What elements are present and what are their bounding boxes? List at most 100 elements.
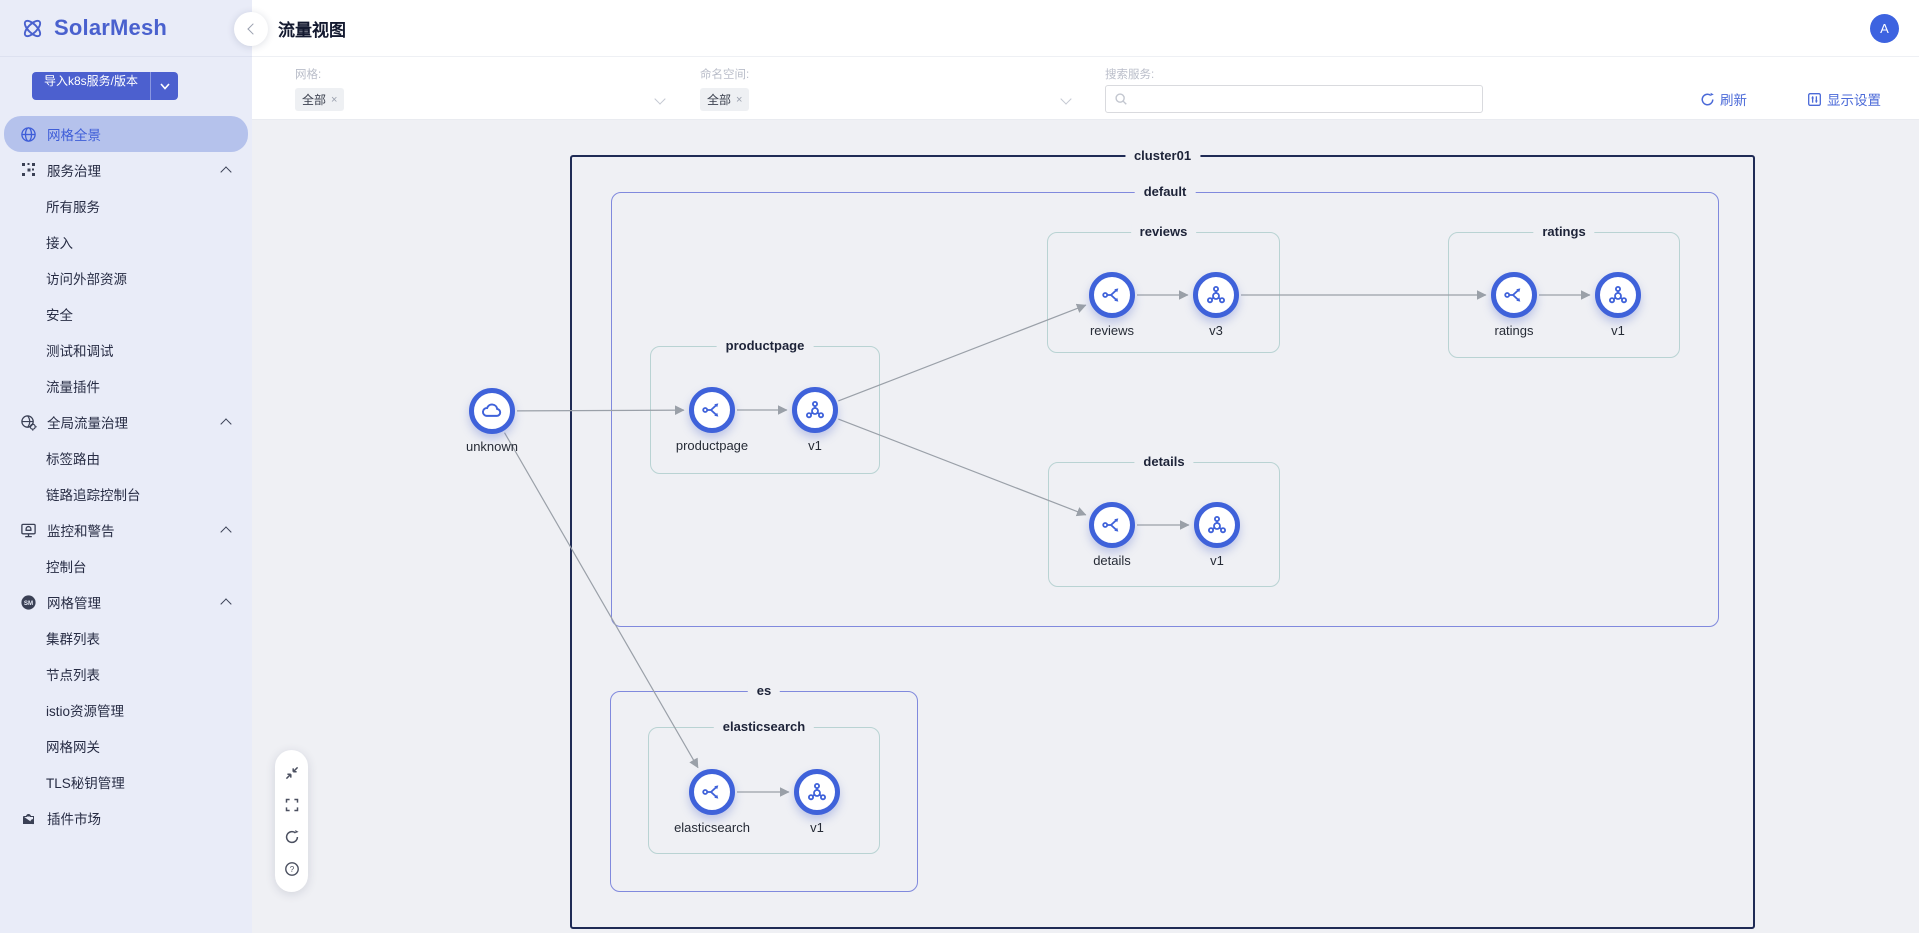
- node-ratings-v1[interactable]: [1595, 272, 1641, 318]
- service-node-icon: [700, 398, 724, 422]
- cloud-icon: [479, 398, 505, 424]
- sidebar-item-TLS秘钥管理[interactable]: TLS秘钥管理: [0, 764, 252, 800]
- sidebar-item-链路追踪控制台[interactable]: 链路追踪控制台: [0, 476, 252, 512]
- mesh-filter-select[interactable]: 全部 ×: [295, 88, 345, 111]
- node-label-ratings: ratings: [1494, 323, 1534, 338]
- sidebar-item-网格网关[interactable]: 网格网关: [0, 728, 252, 764]
- app-box-elasticsearch: elasticsearch: [648, 719, 880, 854]
- sidebar: SolarMesh 导入k8s服务/版本 网格全景服务治理所有服务接入访问外部资…: [0, 0, 252, 933]
- version-node-icon: [803, 398, 827, 422]
- main-area: 流量视图 A 网格: 全部 × 命名空间: 全部 × 搜索服务:: [252, 0, 1919, 933]
- page-title: 流量视图: [278, 20, 346, 40]
- filter-bar: 网格: 全部 × 命名空间: 全部 × 搜索服务:: [252, 57, 1919, 120]
- app-box-label: ratings: [1533, 224, 1595, 239]
- sidebar-item-监控和警告[interactable]: 监控和警告: [0, 512, 252, 548]
- refresh-button[interactable]: 刷新: [1700, 89, 1747, 109]
- sidebar-item-安全[interactable]: 安全: [0, 296, 252, 332]
- chevron-up-icon[interactable]: [220, 166, 232, 178]
- sidebar-item-istio资源管理[interactable]: istio资源管理: [0, 692, 252, 728]
- help-icon[interactable]: ?: [275, 853, 308, 885]
- fit-view-icon[interactable]: [275, 757, 308, 789]
- node-reviews[interactable]: [1089, 272, 1135, 318]
- node-ratings[interactable]: [1491, 272, 1537, 318]
- service-node-icon: [700, 780, 724, 804]
- service-node-icon: [1502, 283, 1526, 307]
- tag-close-icon[interactable]: ×: [736, 93, 743, 106]
- node-details[interactable]: [1089, 502, 1135, 548]
- version-node-icon: [805, 780, 829, 804]
- app-box-label: productpage: [716, 338, 814, 353]
- sidebar-item-全局流量治理[interactable]: 全局流量治理: [0, 404, 252, 440]
- node-elasticsearch[interactable]: [689, 769, 735, 815]
- version-node-icon: [1606, 283, 1630, 307]
- chevron-up-icon[interactable]: [220, 598, 232, 610]
- node-reviews-v3[interactable]: [1193, 272, 1239, 318]
- import-dropdown-caret[interactable]: [150, 72, 178, 100]
- sidebar-item-网格全景[interactable]: 网格全景: [4, 116, 248, 152]
- sidebar-collapse-button[interactable]: [234, 12, 268, 46]
- node-label-productpage: productpage: [675, 438, 749, 453]
- refresh-icon: [1700, 92, 1715, 107]
- sidebar-item-插件市场[interactable]: 插件市场: [0, 800, 252, 836]
- sidebar-item-label: 接入: [46, 236, 73, 251]
- sidebar-item-节点列表[interactable]: 节点列表: [0, 656, 252, 692]
- node-label-reviews: reviews: [1089, 323, 1135, 338]
- node-productpage[interactable]: [689, 387, 735, 433]
- globe-icon: [20, 126, 37, 143]
- sidebar-item-label: 网格全景: [47, 128, 101, 143]
- sidebar-nav: 网格全景服务治理所有服务接入访问外部资源安全测试和调试流量插件全局流量治理标签路…: [0, 106, 252, 933]
- sidebar-item-流量插件[interactable]: 流量插件: [0, 368, 252, 404]
- sidebar-item-label: 监控和警告: [47, 524, 115, 539]
- node-label-details-v1: v1: [1210, 553, 1224, 568]
- search-service-input[interactable]: [1134, 92, 1474, 106]
- chevron-up-icon[interactable]: [220, 418, 232, 430]
- refresh-label: 刷新: [1720, 93, 1747, 108]
- sidebar-item-接入[interactable]: 接入: [0, 224, 252, 260]
- sidebar-item-label: 链路追踪控制台: [46, 488, 141, 503]
- sidebar-item-label: 集群列表: [46, 632, 100, 647]
- app-box-ratings: ratings: [1448, 224, 1680, 358]
- fullscreen-icon[interactable]: [275, 789, 308, 821]
- node-label-ratings-v1: v1: [1611, 323, 1625, 338]
- user-avatar[interactable]: A: [1870, 14, 1899, 43]
- namespace-filter-tag: 全部 ×: [700, 88, 750, 111]
- node-unknown[interactable]: [469, 388, 515, 434]
- node-label-elasticsearch: elasticsearch: [674, 820, 750, 835]
- search-service-box: [1105, 85, 1483, 113]
- puzzle-icon: [20, 810, 37, 827]
- sidebar-item-label: 访问外部资源: [46, 272, 127, 287]
- sidebar-item-label: 服务治理: [47, 164, 101, 179]
- chevron-down-icon[interactable]: [1060, 93, 1072, 105]
- sidebar-item-标签路由[interactable]: 标签路由: [0, 440, 252, 476]
- app-box-details: details: [1048, 454, 1280, 587]
- app-box-label: details: [1134, 454, 1194, 469]
- sidebar-item-label: 控制台: [46, 560, 87, 575]
- reload-icon[interactable]: [275, 821, 308, 853]
- node-details-v1[interactable]: [1194, 502, 1240, 548]
- sidebar-item-label: 所有服务: [46, 200, 100, 215]
- import-k8s-button-label: 导入k8s服务/版本: [44, 74, 139, 88]
- sidebar-item-控制台[interactable]: 控制台: [0, 548, 252, 584]
- display-settings-button[interactable]: 显示设置: [1807, 89, 1881, 109]
- namespace-box-es: es: [610, 683, 918, 892]
- globe-gear-icon: [20, 414, 37, 431]
- node-elasticsearch-v1[interactable]: [794, 769, 840, 815]
- chevron-up-icon[interactable]: [220, 526, 232, 538]
- node-productpage-v1[interactable]: [792, 387, 838, 433]
- chevron-down-icon[interactable]: [654, 93, 666, 105]
- sidebar-item-访问外部资源[interactable]: 访问外部资源: [0, 260, 252, 296]
- sidebar-item-所有服务[interactable]: 所有服务: [0, 188, 252, 224]
- mesh-filter-label: 网格:: [295, 69, 322, 81]
- tag-close-icon[interactable]: ×: [331, 93, 338, 106]
- namespace-box-default: default: [611, 184, 1719, 627]
- node-label-unknown: unknown: [465, 439, 519, 454]
- namespace-filter-select[interactable]: 全部 ×: [700, 88, 750, 111]
- sidebar-item-label: 网格网关: [46, 740, 100, 755]
- sidebar-item-label: TLS秘钥管理: [46, 776, 125, 791]
- sidebar-item-集群列表[interactable]: 集群列表: [0, 620, 252, 656]
- sidebar-item-服务治理[interactable]: 服务治理: [0, 152, 252, 188]
- import-k8s-button[interactable]: 导入k8s服务/版本: [32, 72, 179, 100]
- sidebar-item-测试和调试[interactable]: 测试和调试: [0, 332, 252, 368]
